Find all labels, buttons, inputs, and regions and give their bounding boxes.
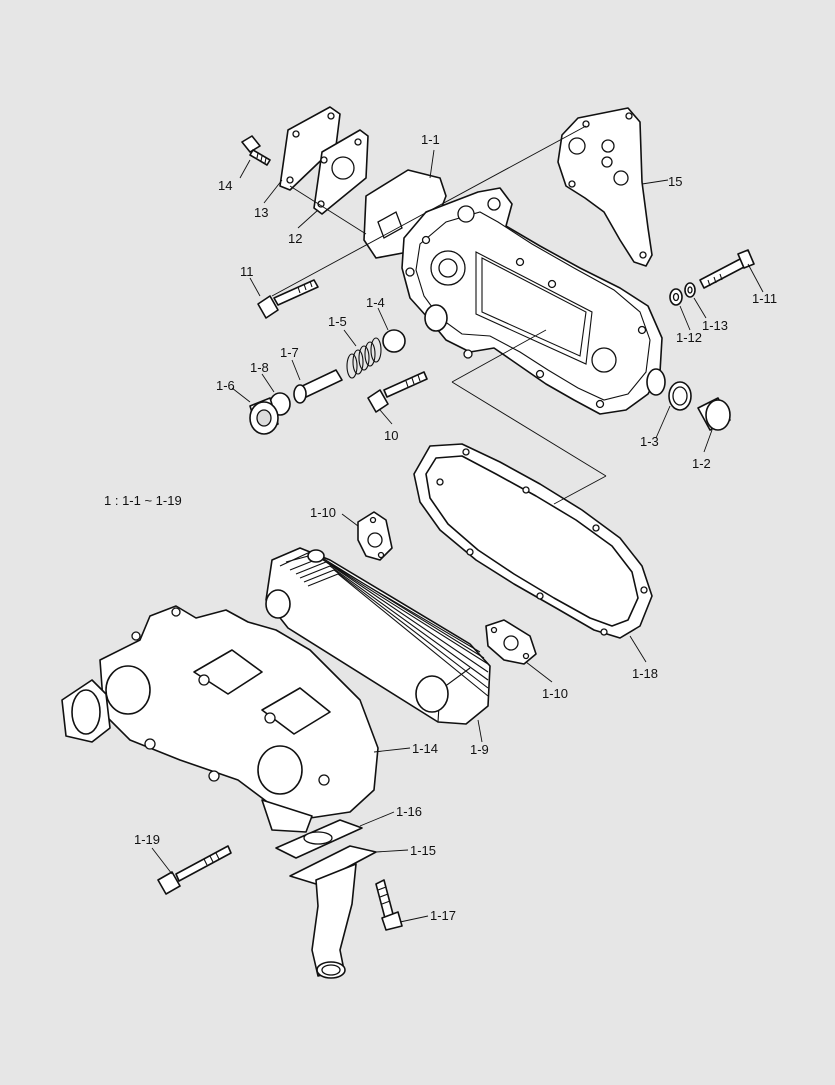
bolt-10 <box>367 371 428 413</box>
cooler-cover-1-14 <box>61 605 379 833</box>
housing-gasket-surface <box>415 211 651 401</box>
callout-14: 14 <box>218 178 232 193</box>
callout-12: 12 <box>288 231 302 246</box>
callout-1-9: 1-9 <box>470 742 489 757</box>
callout-1-4: 1-4 <box>366 295 385 310</box>
gasket-hole <box>462 448 470 456</box>
bracket-15-hole <box>639 251 647 259</box>
housing-bolt-hole <box>421 235 431 245</box>
housing-bolt-hole <box>463 349 473 359</box>
gasket-hole <box>592 524 600 532</box>
housing-bolt-hole <box>515 257 525 267</box>
gasket-hole <box>640 586 648 594</box>
plate-13-hole <box>286 176 294 184</box>
bolt-11 <box>257 279 319 319</box>
gasket-hole <box>600 628 608 636</box>
housing-bolt-hole <box>405 267 415 277</box>
callout-1-13: 1-13 <box>702 318 728 333</box>
callout-labels: 1-1 15 14 13 12 11 1-11 1-12 1-13 1-4 1-… <box>104 132 777 923</box>
gasket-1-10-lower-port <box>503 635 519 651</box>
bracket-15-hole <box>613 170 629 186</box>
callout-1-18: 1-18 <box>632 666 658 681</box>
bracket-15-hole <box>625 112 633 120</box>
plate-13-hole <box>292 130 300 138</box>
cooler-core-1-9 <box>265 547 491 725</box>
housing-port <box>487 197 501 211</box>
gasket-hole <box>466 548 474 556</box>
gasket-12-port <box>331 156 355 180</box>
gasket-hole <box>536 592 544 600</box>
gasket-1-10-lower-hole <box>522 652 530 660</box>
gasket-hole <box>522 486 530 494</box>
housing-port <box>591 347 617 373</box>
assembly-note: 1 : 1-1 ~ 1-19 <box>104 493 182 508</box>
spring-1-5 <box>346 337 382 379</box>
bolt-14 <box>241 135 271 166</box>
callout-1-7: 1-7 <box>280 345 299 360</box>
callout-1-3: 1-3 <box>640 434 659 449</box>
callout-1-8: 1-8 <box>250 360 269 375</box>
housing-port-inner <box>438 258 458 278</box>
housing-bolt-hole <box>637 325 647 335</box>
housing-bolt-hole <box>535 369 545 379</box>
callout-1-10-lower: 1-10 <box>542 686 568 701</box>
housing-block-slot <box>377 211 403 239</box>
callout-1-15: 1-15 <box>410 843 436 858</box>
bracket-15-hole <box>601 156 613 168</box>
bolt-1-19 <box>157 845 232 895</box>
leader-lines <box>151 125 764 923</box>
pipe-flange-1-15 <box>289 845 377 979</box>
callout-1-2: 1-2 <box>692 456 711 471</box>
gasket-1-10-lower-hole <box>490 626 498 634</box>
callout-1-11: 1-11 <box>752 291 777 306</box>
bracket-15-hole <box>568 137 586 155</box>
callout-11: 11 <box>240 264 254 279</box>
plug-1-2 <box>697 397 731 431</box>
washer-1-13-inner <box>687 286 693 294</box>
callout-1-14: 1-14 <box>412 741 438 756</box>
ball-1-4 <box>382 329 406 353</box>
callout-1-12: 1-12 <box>676 330 702 345</box>
housing-port <box>457 205 475 223</box>
bolt-1-11 <box>699 249 755 289</box>
bolt-1-17 <box>375 879 403 931</box>
gasket-1-10-upper-port <box>367 532 383 548</box>
gasket-1-16-port <box>303 831 333 845</box>
callout-1-19: 1-19 <box>134 832 160 847</box>
housing-window <box>475 251 593 365</box>
callout-1-5: 1-5 <box>328 314 347 329</box>
callout-1-17: 1-17 <box>430 908 456 923</box>
callout-1-6: 1-6 <box>216 378 235 393</box>
housing-window-inner <box>481 257 587 357</box>
gasket-12-hole <box>354 138 362 146</box>
housing-bolt-hole <box>595 399 605 409</box>
gasket-1-18-inner <box>425 455 639 627</box>
callout-1-16: 1-16 <box>396 804 422 819</box>
plate-13-hole <box>327 112 335 120</box>
bracket-15-hole <box>568 180 576 188</box>
callout-15: 15 <box>668 174 682 189</box>
callout-1-10-upper: 1-10 <box>310 505 336 520</box>
callout-10: 10 <box>384 428 398 443</box>
washer-1-12-inner <box>672 292 680 302</box>
plug-1-6 <box>249 397 279 435</box>
gasket-hole <box>436 478 444 486</box>
gasket-12-hole <box>320 156 328 164</box>
housing-plug-boss <box>646 368 666 396</box>
callout-13: 13 <box>254 205 268 220</box>
valve-1-7 <box>293 369 343 404</box>
housing-valve-boss <box>424 304 448 332</box>
o-ring-1-3-inner <box>672 386 688 406</box>
housing-bolt-hole <box>547 279 557 289</box>
gasket-1-10-upper-hole <box>369 516 377 524</box>
gasket-1-10-upper-hole <box>377 551 385 559</box>
bracket-15-hole <box>601 139 615 153</box>
callout-1-1: 1-1 <box>421 132 440 147</box>
bracket-15-hole <box>582 120 590 128</box>
